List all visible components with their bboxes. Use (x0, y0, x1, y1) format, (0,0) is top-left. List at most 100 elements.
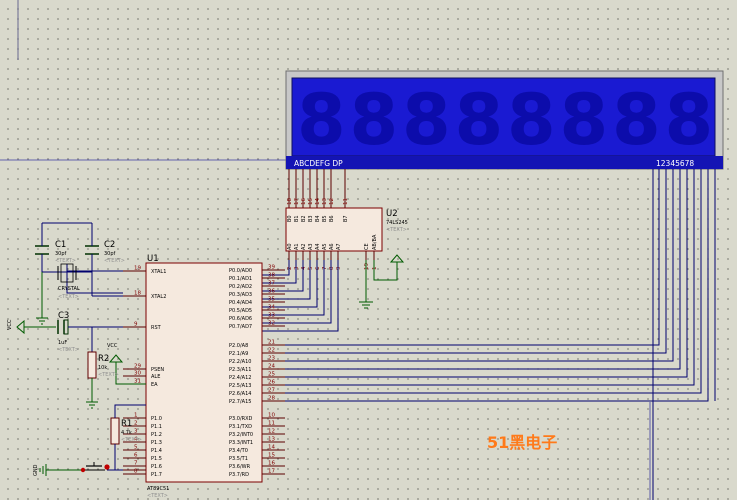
u1-left-pin-name: P1.4 (151, 448, 162, 454)
u1-control-leads (123, 368, 146, 377)
u2-b-pin-name: B1 (294, 215, 300, 222)
display-digit: 8 (297, 79, 346, 161)
u2-a-pin-name: A2 (301, 243, 307, 250)
u1-right-pin-name: P0.4/AD4 (229, 300, 252, 306)
r2-ref: R2 (98, 354, 109, 364)
u1-right-pin-name: P2.1/A9 (229, 351, 248, 357)
u2-b-pin-name: B7 (343, 215, 349, 222)
u1-left-pin-name: PSEN (151, 367, 164, 373)
display-digit: 8 (350, 79, 399, 161)
oscillator-circuit[interactable]: C1 30pf <TEXT> C2 30pf <TEXT> CRYSTAL <T… (35, 222, 146, 325)
u1-right-pin-number: 38 (268, 273, 275, 279)
watermark: 51黑电子 (487, 433, 557, 452)
u1-left-pin-number: 3 (134, 429, 138, 435)
u1-right-pin-number: 36 (268, 289, 275, 295)
u2-b-pin-number: 12 (329, 198, 335, 205)
u1-chip[interactable]: 19XTAL118XTAL29RST29PSEN30ALE31EA1P1.02P… (123, 254, 285, 499)
u2-a-pin-name: AB/BA (372, 234, 378, 250)
u1-right-pin-name: P0.6/AD6 (229, 316, 252, 322)
display-digit: 8 (402, 79, 451, 161)
u1-right-pin-name: P2.2/A10 (229, 359, 251, 365)
u2-a-pin-name: A4 (315, 243, 321, 250)
u1-left-pin-number: 6 (134, 453, 138, 459)
u1-right-pin-name: P2.0/A8 (229, 343, 248, 349)
u1-left-pin-number: 19 (134, 266, 141, 272)
u1-left-pin-number: 29 (134, 364, 141, 370)
button-circuit[interactable]: GND R1 4.7k <TEXT> (33, 404, 146, 476)
segment-labels: ABCDEFG DP (294, 159, 343, 168)
u2-a-pin-number: 3 (294, 266, 300, 270)
u1-right-pin-number: 28 (268, 396, 275, 402)
u1-right-pin-number: 33 (268, 313, 275, 319)
u1-right-pin-name: P0.3/AD3 (229, 292, 252, 298)
u1-right-pin-name: P3.5/T1 (229, 456, 248, 462)
c1-ref: C1 (55, 240, 66, 250)
u2-a-pin-number: 6 (315, 266, 321, 270)
r1-value: 4.7k (121, 430, 132, 436)
u2-a-pin-number: 2 (287, 267, 293, 271)
u1-left-pin-name: P1.0 (151, 416, 162, 422)
u2-b-pin-number: 17 (294, 198, 300, 205)
display-digit: 8 (612, 79, 661, 161)
u2-b-pin-number: 15 (308, 198, 314, 205)
display-digit: 8 (507, 79, 556, 161)
u1-right-pin-number: 11 (268, 421, 275, 427)
u2-a-pin-name: A3 (308, 243, 314, 250)
u2-b-pin-name: B4 (315, 215, 321, 222)
u1-left-pin-name: P1.1 (151, 424, 162, 430)
u2-a-pin-number: 8 (329, 266, 335, 270)
u1-left-pin-number: 7 (134, 461, 138, 467)
u1-right-pin-name: P3.4/T0 (229, 448, 248, 454)
u1-right-pin-name: P2.4/A12 (229, 375, 251, 381)
u2-b-pin-number: 14 (315, 198, 321, 205)
u1-left-pin-number: 5 (134, 445, 138, 451)
u1-right-pin-name: P2.5/A13 (229, 383, 251, 389)
u1-left-pin-name: P1.6 (151, 464, 162, 470)
u2-part: 74LS245 (386, 220, 408, 226)
r1-text-tag: <TEXT> (121, 437, 142, 443)
c2-ref: C2 (104, 240, 115, 250)
u1-left-pin-name: EA (151, 382, 158, 388)
u1-right-pin-number: 24 (268, 364, 275, 370)
display-digit: 8 (455, 79, 504, 161)
u1-right-pin-number: 10 (268, 413, 275, 419)
u1-right-pin-name: P2.3/A11 (229, 367, 251, 373)
reset-circuit[interactable]: VCC VCC C3 1uF <TEXT> R2 10k <TEXT> (7, 311, 146, 409)
u1-right-pin-number: 25 (268, 372, 275, 378)
u1-right-pin-number: 26 (268, 380, 275, 386)
u2-a-pin-name: CE (364, 243, 370, 250)
u1-right-pin-name: P0.7/AD7 (229, 324, 252, 330)
u1-right-pin-number: 17 (268, 469, 275, 475)
r2-value: 10k (98, 365, 107, 371)
u2-b-pin-number: 18 (287, 198, 293, 205)
u1-left-pin-name: P1.2 (151, 432, 162, 438)
u1-left-pin-name: XTAL2 (151, 294, 166, 300)
u1-right-pin-number: 39 (268, 265, 275, 271)
u2-b-pin-number: 11 (343, 198, 349, 205)
display-label-strip (286, 156, 723, 169)
u1-left-pin-name: ALE (151, 374, 160, 380)
vcc-label-2: VCC (107, 343, 118, 349)
u1-left-pin-number: 1 (134, 413, 138, 419)
u1-right-pin-name: P3.2/INT0 (229, 432, 253, 438)
u1-left-pin-name: P1.3 (151, 440, 162, 446)
u2-pins: 18B017B116B215B314B413B512B611B72A03A14A… (287, 198, 378, 270)
u2-text-tag: <TEXT> (386, 227, 407, 233)
u1-left-pin-name: RST (151, 325, 162, 331)
u2-a-pin-name: A7 (336, 243, 342, 250)
u2-a-pin-name: A1 (294, 243, 300, 250)
display-screen (291, 77, 716, 157)
u2-a-pin-name: A6 (329, 243, 335, 250)
u2-chip[interactable]: 18B017B116B215B314B413B512B611B72A03A14A… (285, 198, 408, 270)
u1-right-pin-name: P3.6/WR (229, 464, 251, 470)
u2-body (285, 207, 383, 252)
u2-a-pin-number: 4 (301, 266, 307, 270)
c3-ref: C3 (58, 311, 69, 321)
u1-right-pin-name: P3.1/TXD (229, 424, 252, 430)
digit-select-wires (262, 169, 716, 500)
u1-left-pin-name: XTAL1 (151, 269, 166, 275)
u2-a-pin-number: 9 (336, 266, 342, 270)
